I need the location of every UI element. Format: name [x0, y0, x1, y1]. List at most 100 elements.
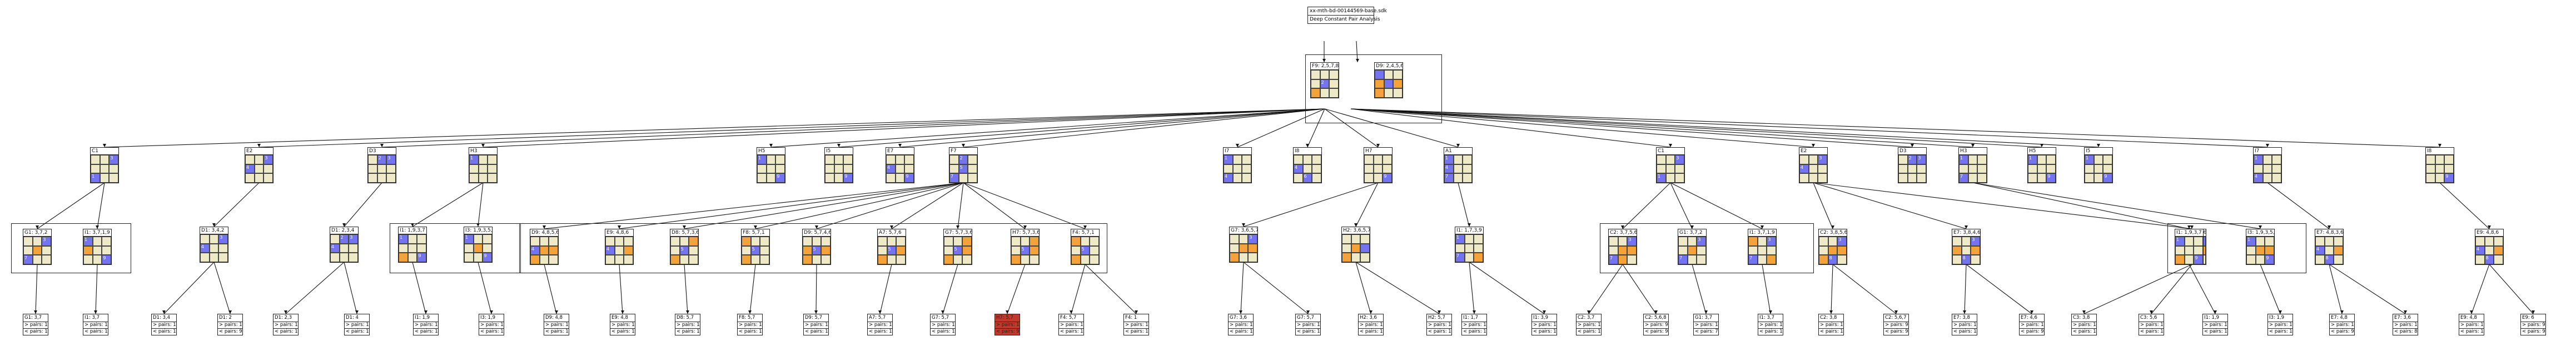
leaf-node: F4: 1> pairs: 11< pairs: 14 [1123, 314, 1149, 335]
edge [2267, 182, 2330, 229]
grid-cell [464, 243, 474, 253]
grid-cell [2494, 245, 2503, 255]
grid-cell [2315, 255, 2325, 264]
grid-cell: 9 [775, 173, 785, 183]
grid-cell: 1 [1224, 155, 1233, 164]
leaf-label: C2: 5,6,8 [1643, 314, 1669, 322]
edge-arrowhead [2150, 310, 2153, 314]
leaf-label: E9: 6 [2520, 314, 2546, 322]
grid-cell [1907, 173, 1917, 183]
grid-cell [1453, 155, 1463, 164]
grid-cell [2093, 155, 2103, 164]
edge [1085, 264, 1137, 314]
edge-arrowhead [1831, 225, 1834, 229]
leaf-node: D9: 4,8> pairs: 11< pairs: 16 [544, 314, 569, 335]
edge [1071, 264, 1086, 314]
node-group-box [1305, 54, 1442, 123]
node-label: E2 [245, 147, 273, 154]
grid-cell [349, 253, 358, 262]
grid-cell [2194, 245, 2203, 255]
grid-cell [1748, 245, 1758, 255]
leaf-node: C2: 5,6,7> pairs: 9< pairs: 9 [1883, 314, 1909, 335]
edge [1007, 264, 1026, 314]
grid-cell [962, 255, 972, 264]
grid-cell [2475, 237, 2485, 246]
leaf-label: D9: 5,7 [803, 314, 829, 322]
grid-cell [2085, 173, 2094, 183]
grid-cell [2484, 237, 2494, 246]
grid-cell [263, 164, 273, 174]
leaf-more-pairs: > pairs: 10 [1818, 322, 1844, 329]
grid-cell [530, 237, 540, 246]
edge-arrowhead [1306, 144, 1309, 147]
grid-cell [100, 155, 110, 164]
candidate-grid: 5 [802, 236, 831, 265]
grid-cell [1030, 237, 1039, 246]
edge [1307, 108, 1325, 148]
node-label: I5 [824, 147, 853, 154]
edge-arrowhead [2082, 310, 2086, 314]
leaf-label: H2: 3,6 [1358, 314, 1384, 322]
grid-cell [1808, 155, 1818, 164]
grid-cell: 5 [1020, 245, 1030, 255]
grid-cell [1767, 245, 1776, 255]
grid-cell [109, 173, 118, 183]
grid-cell [1657, 164, 1666, 174]
grid-cell [1675, 164, 1684, 174]
leaf-node: I1: 1,9> pairs: 11< pairs: 12 [413, 314, 439, 335]
grid-cell [1011, 237, 1021, 246]
edge-arrowhead [1369, 310, 1372, 314]
leaf-less-pairs: < pairs: 14 [1358, 329, 1384, 335]
grid-cell [1080, 237, 1090, 246]
grid-cell [539, 245, 549, 255]
grid-cell [209, 234, 219, 244]
leaf-node: G7: 5,7> pairs: 11< pairs: 15 [930, 314, 956, 335]
edge [684, 264, 688, 314]
edge [1670, 182, 1693, 229]
edge [544, 182, 964, 229]
edge [838, 108, 1325, 148]
edge-arrowhead [2532, 310, 2535, 314]
grid-cell [1818, 164, 1827, 174]
grid-cell [1224, 164, 1233, 174]
candidate-grid: 5 [877, 236, 906, 265]
grid-cell [539, 237, 549, 246]
grid-cell: 7 [1455, 253, 1465, 262]
leaf-less-pairs: < pairs: 10 [1818, 329, 1844, 335]
edge-arrowhead [898, 144, 902, 147]
grid-cell [1373, 155, 1383, 164]
leaf-label: I1: 3,9 [1531, 314, 1557, 322]
edge [2439, 182, 2490, 229]
grid-cell [2175, 245, 2185, 255]
candidate-grid: 3 [1229, 234, 1258, 263]
node-label: C1 [90, 147, 119, 154]
grid-cell [549, 255, 558, 264]
edge-arrowhead [1456, 144, 1460, 147]
leaf-label: G7: 3,6 [1228, 314, 1254, 322]
grid-cell: 1 [83, 237, 93, 246]
leaf-node: D9: 5,7> pairs: 11< pairs: 14 [803, 314, 829, 335]
grid-cell [1242, 155, 1251, 164]
grid-cell [1312, 164, 1321, 174]
grid-cell [760, 255, 769, 264]
edge-arrowhead [2404, 310, 2407, 314]
edge-arrowhead [890, 225, 893, 229]
grid-cell [200, 253, 210, 262]
grid-cell [1364, 173, 1374, 183]
candidate-grid: 9 [824, 154, 853, 183]
grid-cell [1678, 237, 1688, 246]
edge-arrowhead [1023, 225, 1027, 229]
grid-cell [469, 164, 479, 174]
edge-arrowhead [481, 144, 485, 147]
node-label: I1: 1,7,3,9 [1455, 227, 1484, 234]
grid-cell [1360, 253, 1370, 262]
